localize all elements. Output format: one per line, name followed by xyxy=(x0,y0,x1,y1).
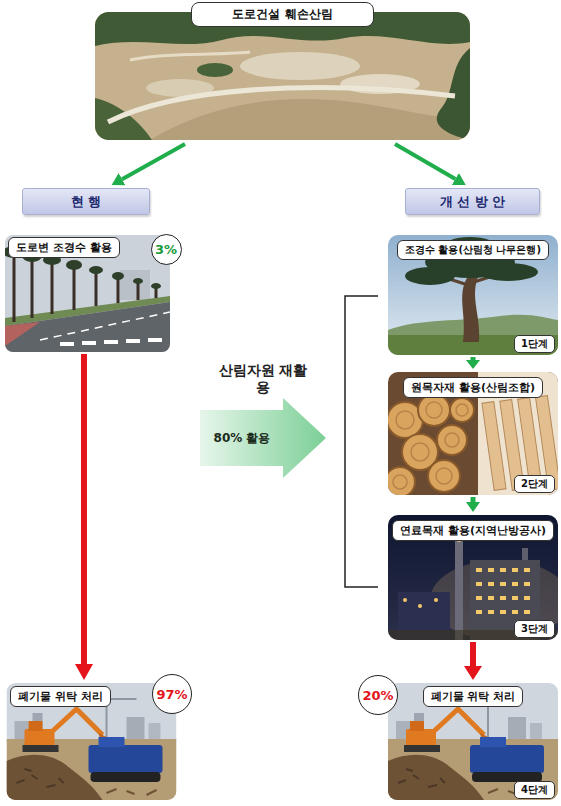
photo-panel: 원목자재 활용(산림조합) 2단계 xyxy=(388,372,558,495)
roadside-trees-photo xyxy=(5,235,170,352)
step-tag: 4단계 xyxy=(514,781,555,799)
flow-arrow xyxy=(395,144,455,179)
power-plant-photo xyxy=(388,515,558,640)
section-band: 개 선 방 안 xyxy=(405,188,540,215)
percent-text: 97% xyxy=(156,687,187,702)
band-text: 개 선 방 안 xyxy=(440,193,506,211)
step-text: 2단계 xyxy=(521,477,548,491)
photo-panel: 조경수 활용(산림청 나무은행) 1단계 xyxy=(388,235,558,355)
aerial-photo xyxy=(95,12,470,140)
percent-circle: 20% xyxy=(358,675,398,715)
section-band: 현 행 xyxy=(22,188,150,215)
flow-caption: 산림자원 재활용 xyxy=(214,358,312,400)
panel-label: 도로변 조경수 활용 xyxy=(8,237,120,258)
step-text: 4단계 xyxy=(521,783,548,797)
photo-panel: 폐기물 위탁 처리 20% 4단계 xyxy=(358,683,558,801)
panel-label: 폐기물 위탁 처리 xyxy=(10,686,111,707)
pine-tree-photo xyxy=(388,235,558,355)
photo-panel: 폐기물 위탁 처리 97% xyxy=(5,683,197,801)
percent-circle: 3% xyxy=(151,234,182,265)
panel-label: 조경수 활용(산림청 나무은행) xyxy=(397,240,549,260)
photo-panel: 도로변 조경수 활용 3% xyxy=(5,234,187,352)
arrow-text: 80% 활용 xyxy=(200,428,284,448)
flow-caption-text: 산림자원 재활용 xyxy=(214,362,312,396)
step-tag: 2단계 xyxy=(514,475,555,493)
bracket xyxy=(345,296,378,587)
band-text: 현 행 xyxy=(71,193,102,211)
flow-arrow xyxy=(81,354,87,664)
photo-panel: 도로건설 훼손산림 xyxy=(95,2,470,142)
arrow-text-text: 80% 활용 xyxy=(214,430,271,447)
percent-circle: 97% xyxy=(152,674,192,714)
flow-arrow xyxy=(471,357,476,360)
waste-photo xyxy=(7,683,177,800)
step-text: 1단계 xyxy=(521,337,548,351)
step-tag: 1단계 xyxy=(514,335,555,353)
panel-label: 원목자재 활용(산림조합) xyxy=(403,377,543,398)
flow-arrow xyxy=(122,144,185,179)
flow-arrow xyxy=(470,642,476,666)
step-text: 3단계 xyxy=(521,622,548,636)
percent-text: 20% xyxy=(362,688,393,703)
recycle-arrow xyxy=(200,398,326,478)
flow-arrow xyxy=(471,497,476,502)
photo-panel: 연료목재 활용(지역난방공사) 3단계 xyxy=(388,515,558,640)
step-tag: 3단계 xyxy=(514,620,555,638)
panel-label: 연료목재 활용(지역난방공사) xyxy=(392,520,554,541)
percent-text: 3% xyxy=(155,242,177,257)
panel-title: 도로건설 훼손산림 xyxy=(191,2,373,27)
panel-label: 폐기물 위탁 처리 xyxy=(423,686,524,707)
waste-photo xyxy=(388,683,558,800)
timber-photo xyxy=(388,372,558,495)
